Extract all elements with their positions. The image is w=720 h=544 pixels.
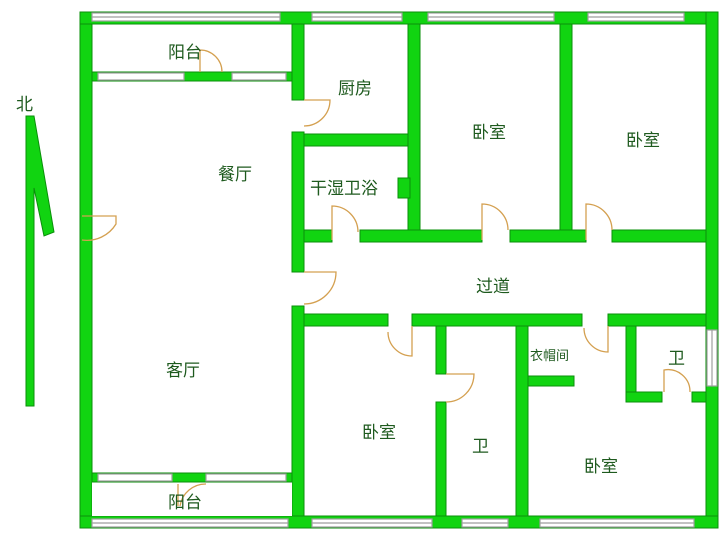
door-hall-living <box>303 271 337 305</box>
compass: 北 <box>16 95 55 407</box>
wall-hall-bottom-a <box>303 313 389 327</box>
door-closet <box>583 326 609 353</box>
wall-living-right-mid <box>291 131 305 273</box>
walls <box>79 11 719 529</box>
room-label-living-room: 客厅 <box>166 361 200 381</box>
door-balcony-bottom <box>177 483 207 507</box>
wall-bath2-left <box>625 325 637 403</box>
wall-hall-top-c <box>509 229 587 243</box>
wall-hall-top-d <box>611 229 707 243</box>
window-balcony-top-inner-left <box>97 72 185 81</box>
door-bath-dry-wet <box>331 205 359 240</box>
windows <box>91 12 718 528</box>
room-label-hallway: 过道 <box>476 277 510 297</box>
wall-closet-bottom <box>527 375 575 387</box>
room-label-bedroom-4: 卧室 <box>584 457 618 477</box>
doors <box>81 49 691 507</box>
room-label-balcony-bottom: 阳台 <box>168 493 202 513</box>
wall-kitchen-bottom <box>303 133 411 147</box>
room-label-kitchen: 厨房 <box>338 79 372 99</box>
room-label-closet: 衣帽间 <box>530 348 569 364</box>
wall-hall-bottom-b <box>411 313 583 327</box>
wall-hall-top-b <box>359 229 483 243</box>
compass-label: 北 <box>16 95 33 115</box>
wall-kitchen-right <box>407 23 421 241</box>
door-kitchen <box>303 99 331 127</box>
wall-bath-stub <box>397 177 411 199</box>
door-bedroom2 <box>585 203 613 240</box>
door-living-west <box>81 215 117 242</box>
room-label-bathroom-dry-wet: 干湿卫浴 <box>310 179 378 199</box>
wall-hall-bottom-c <box>607 313 707 327</box>
room-label-bedroom-2: 卧室 <box>626 131 660 151</box>
wall-balcony-bottom <box>91 472 293 483</box>
compass-arrow-icon <box>25 115 55 407</box>
room-label-bathroom-2: 卫 <box>472 437 489 457</box>
wall-bath1-right <box>515 325 529 517</box>
room-label-bathroom-1: 卫 <box>668 349 685 369</box>
wall-bedroom-divider <box>559 23 573 241</box>
wall-outer-right <box>705 11 719 529</box>
window-balcony-bottom-inner-left-2 <box>97 473 173 482</box>
room-label-bedroom-1: 卧室 <box>472 123 506 143</box>
window-balcony-bottom-inner-right-2 <box>205 473 287 482</box>
wall-bath2-bottom-right <box>691 391 707 403</box>
room-labels: 阳台 厨房 卧室 卧室 餐厅 干湿卫浴 过道 客厅 衣帽间 卫 卫 卧室 卧室 … <box>166 43 685 513</box>
room-label-balcony-top: 阳台 <box>168 43 202 63</box>
door-balcony-top <box>199 49 223 73</box>
door-bedroom1 <box>481 203 509 240</box>
wall-hall-top-a <box>303 229 333 243</box>
wall-bath2-bottom <box>625 391 663 403</box>
wall-outer-left <box>79 11 93 529</box>
room-label-dining-room: 餐厅 <box>218 165 252 185</box>
window-balcony-top-inner-right <box>231 72 287 81</box>
wall-bedroom3-right-lower <box>435 401 447 517</box>
door-bedroom3 <box>387 326 413 357</box>
door-bath2 <box>663 368 691 393</box>
wall-living-right-lower <box>291 305 305 517</box>
wall-bedroom3-right-upper <box>435 325 447 375</box>
door-bath1 <box>445 373 475 403</box>
wall-living-right-upper <box>291 23 305 101</box>
room-label-bedroom-3: 卧室 <box>362 423 396 443</box>
